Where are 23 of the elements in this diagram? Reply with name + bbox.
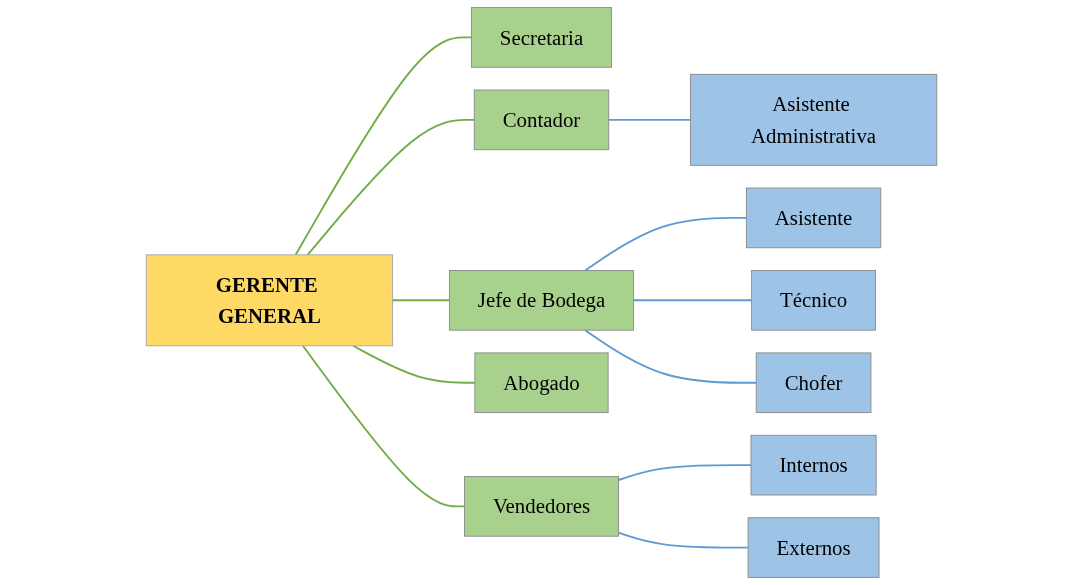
node-box: Técnico — [751, 270, 877, 331]
connector — [301, 344, 466, 508]
connector — [294, 36, 473, 256]
node-box: Secretaria — [470, 7, 613, 68]
node-box: Contador — [473, 89, 610, 151]
connector — [306, 118, 476, 256]
node-box: Chofer — [755, 352, 872, 414]
connector — [617, 464, 752, 481]
node-box: Vendedores — [464, 476, 619, 537]
connector — [391, 299, 451, 302]
node-box: Asistente Administrativa — [689, 73, 938, 166]
connector — [632, 299, 753, 302]
node-box: Externos — [747, 517, 880, 578]
connector — [617, 531, 750, 549]
node-box: Jefe de Bodega — [448, 270, 635, 331]
node-box: Asistente — [745, 187, 882, 249]
node-box: Internos — [750, 434, 877, 496]
connector — [607, 118, 692, 121]
node-box: GERENTE GENERAL — [145, 254, 394, 347]
connector — [584, 216, 748, 272]
connector — [584, 329, 758, 384]
node-box: Abogado — [474, 352, 609, 414]
connector — [352, 344, 476, 384]
